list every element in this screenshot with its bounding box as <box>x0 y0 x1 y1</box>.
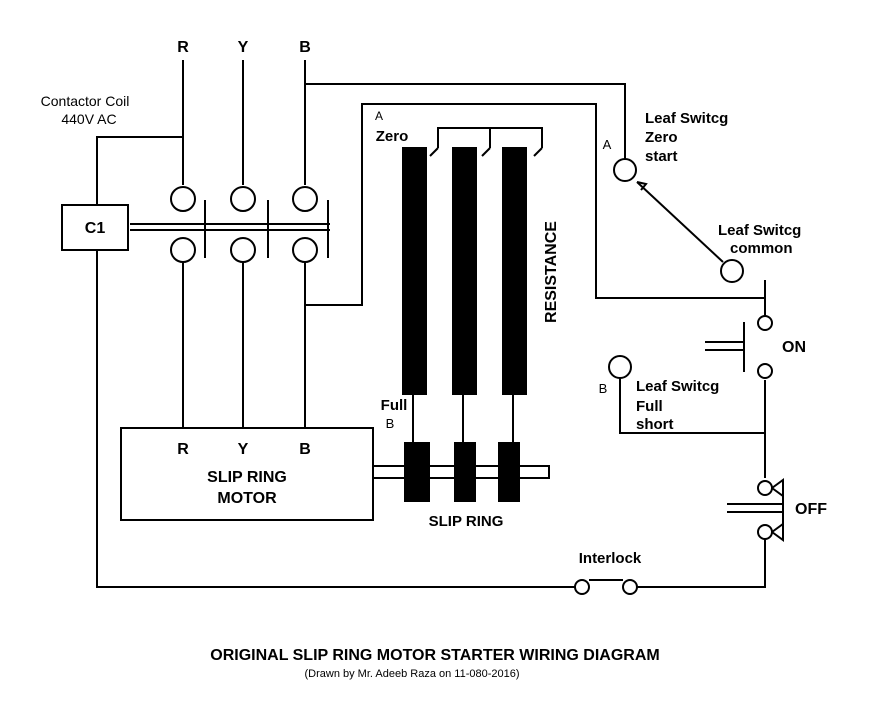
resistance-bar-3 <box>502 147 527 395</box>
leaf-common-line1: Leaf Switcg <box>718 222 801 239</box>
slip-ring-label: SLIP RING <box>429 513 504 530</box>
wire-b-to-leaf-zero <box>305 83 626 160</box>
resistance-label: RESISTANCE <box>543 221 560 323</box>
interlock-symbol <box>574 579 638 595</box>
motor-y-label: Y <box>238 441 249 458</box>
wire-interlock-off <box>632 535 766 588</box>
slip-ring-2 <box>454 442 476 502</box>
resistance-zero-letter: A <box>375 109 383 123</box>
resistance-zero-label: Zero <box>376 128 409 145</box>
contact-y-top <box>230 186 256 212</box>
slip-ring-1 <box>404 442 430 502</box>
phase-b-label: B <box>299 39 311 56</box>
contact-b-top <box>292 186 318 212</box>
leaf-arm <box>636 181 724 263</box>
motor-box <box>120 427 374 521</box>
resistance-bar-2 <box>452 147 477 395</box>
contact-b-bottom <box>292 237 318 263</box>
leaf-zero-contact <box>613 158 637 182</box>
on-button-symbol <box>705 315 773 379</box>
resistance-bar-1 <box>402 147 427 395</box>
motor-b-label: B <box>299 441 311 458</box>
leaf-common-line2: common <box>730 240 793 257</box>
leaf-full-line3: short <box>636 416 674 433</box>
leaf-full-line1: Leaf Switcg <box>636 378 719 395</box>
c1-label: C1 <box>85 220 106 237</box>
leaf-full-line2: Full <box>636 398 663 415</box>
wires <box>96 60 766 588</box>
wire-coil-feed <box>96 136 183 205</box>
leaf-a-letter: A <box>603 137 612 152</box>
phase-r-label: R <box>177 39 189 56</box>
leaf-zero-line1: Leaf Switcg <box>645 110 728 127</box>
diagram-credit: (Drawn by Mr. Adeeb Raza on 11-080-2016) <box>304 668 519 680</box>
contact-r-top <box>170 186 196 212</box>
leaf-common-contact <box>720 259 744 283</box>
leaf-zero-line3: start <box>645 148 678 165</box>
wiper-arrows <box>429 147 543 157</box>
slip-rings <box>404 442 520 502</box>
slip-ring-3 <box>498 442 520 502</box>
contactor-voltage-label: 440V AC <box>61 111 116 127</box>
interlock-label: Interlock <box>579 550 642 567</box>
off-label: OFF <box>795 501 827 518</box>
contactor-contacts <box>170 186 318 263</box>
resistance-full-letter: B <box>386 416 395 431</box>
phase-y-label: Y <box>238 39 249 56</box>
on-label: ON <box>782 339 806 356</box>
diagram-title: ORIGINAL SLIP RING MOTOR STARTER WIRING … <box>210 647 659 664</box>
resistance-bars <box>402 147 527 395</box>
off-button-symbol <box>727 478 784 542</box>
wire-coil-return <box>96 250 580 588</box>
contact-y-bottom <box>230 237 256 263</box>
wire-to-on-button <box>305 103 766 318</box>
wire-leaf-full-short <box>619 378 765 434</box>
resistance-full-label: Full <box>381 397 408 414</box>
contact-r-bottom <box>170 237 196 263</box>
motor-label-line1: SLIP RING <box>207 469 287 486</box>
leaf-zero-line2: Zero <box>645 129 678 146</box>
contactor-coil-label: Contactor Coil <box>41 93 130 109</box>
motor-label-line2: MOTOR <box>217 490 277 507</box>
leaf-b-letter: B <box>599 381 608 396</box>
leaf-full-contact <box>608 355 632 379</box>
contactor-bars <box>130 200 330 258</box>
leaf-switch <box>608 158 744 379</box>
motor-r-label: R <box>177 441 189 458</box>
c1-box <box>61 204 129 251</box>
